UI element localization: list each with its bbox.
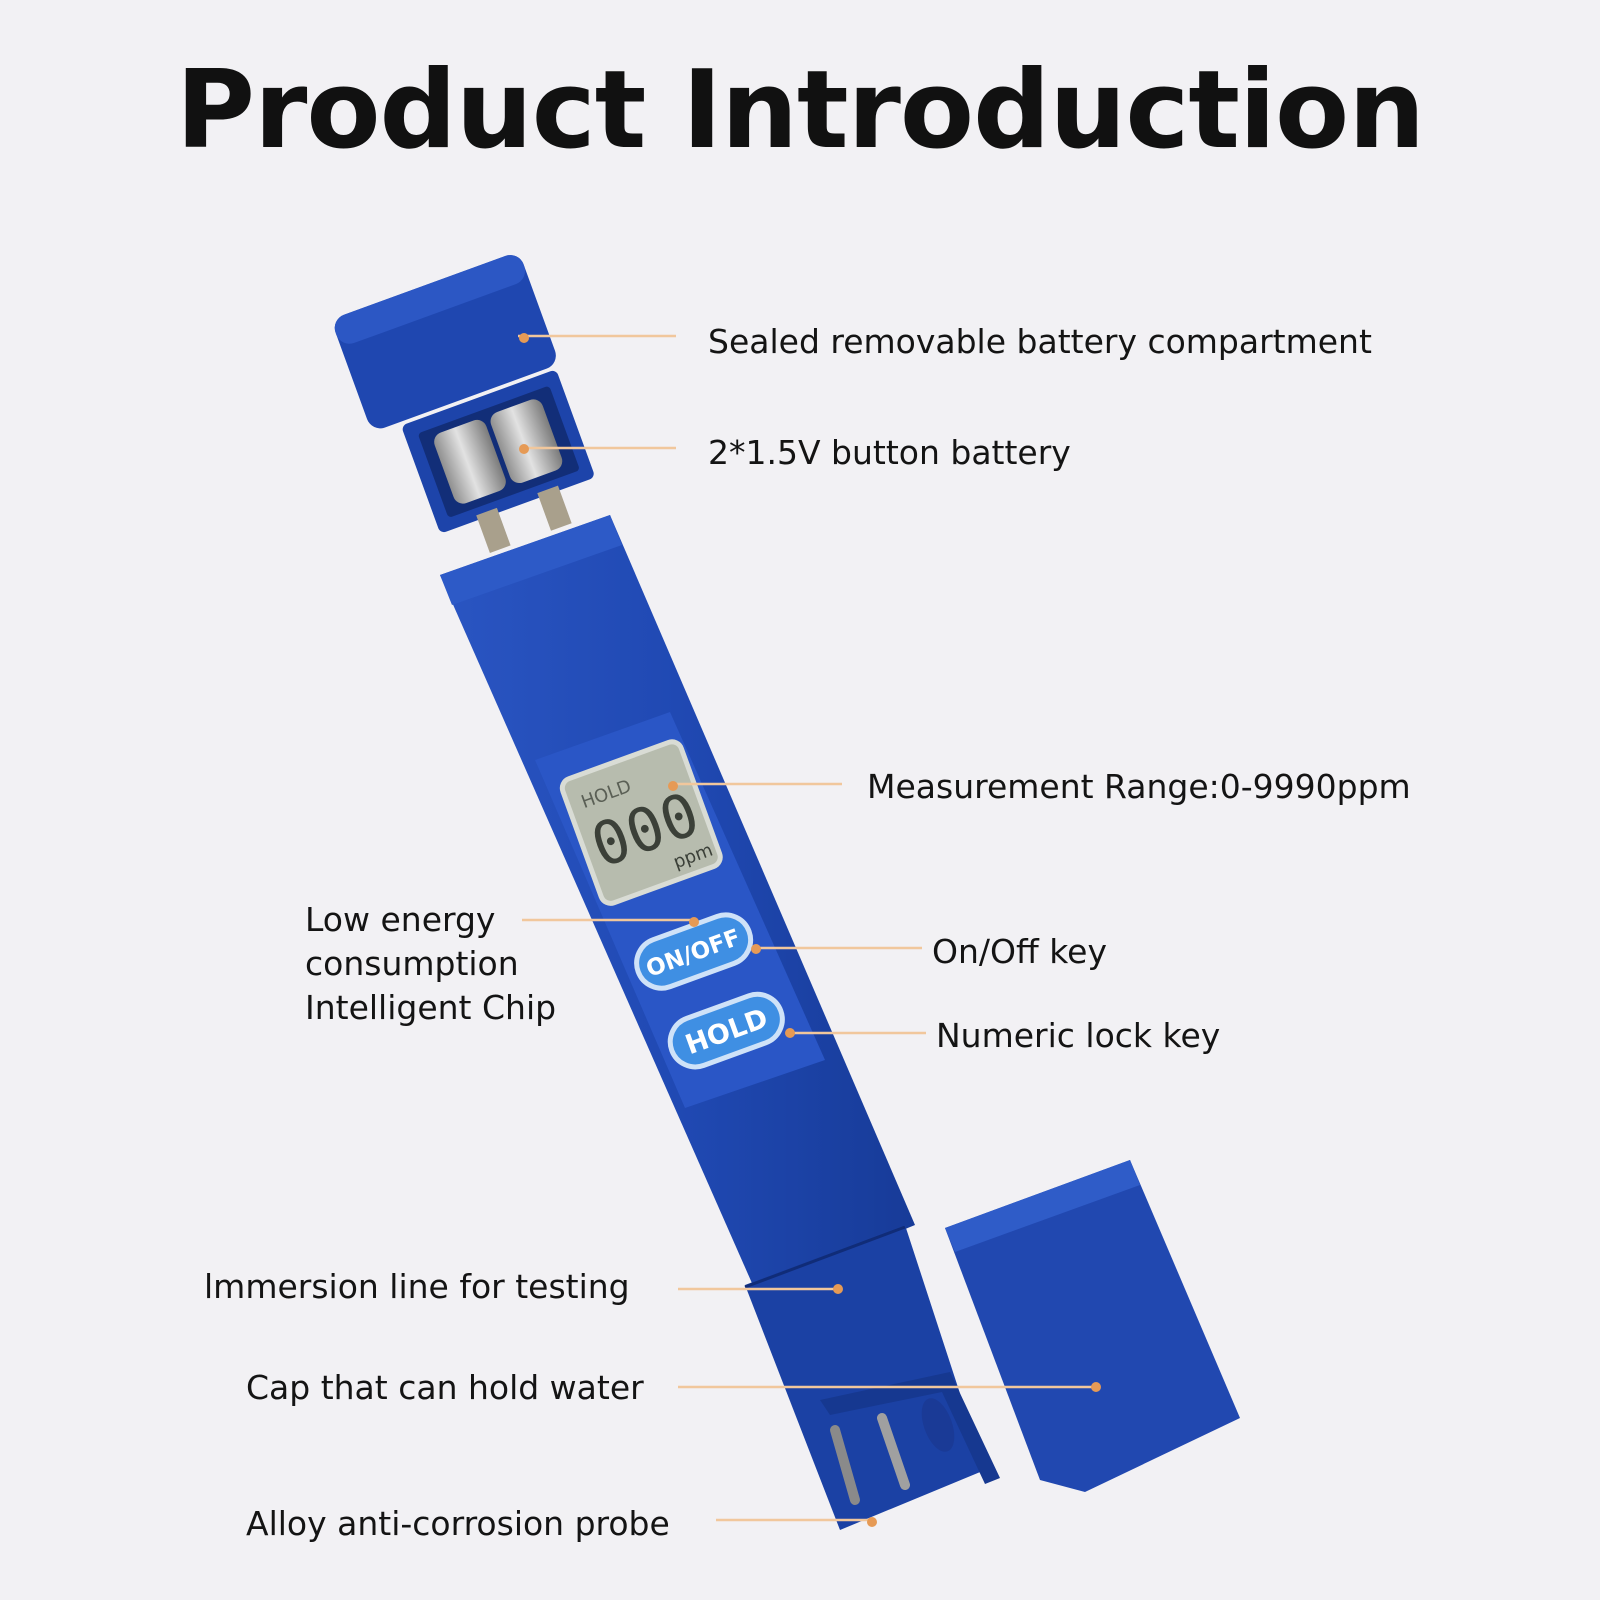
- leader-lines: [518, 334, 1096, 1522]
- label-immersion-line: lmmersion line for testing: [204, 1267, 630, 1306]
- label-intelligent-chip: Low energy consumption Intelligent Chip: [305, 898, 556, 1030]
- label-battery-compartment: Sealed removable battery compartment: [708, 322, 1372, 361]
- label-cap: Cap that can hold water: [246, 1368, 644, 1407]
- hold-button-graphic: [667, 991, 785, 1070]
- page-title: Product Introduction: [175, 48, 1425, 173]
- probe-electrodes: [830, 1398, 955, 1505]
- label-probe: Alloy anti-corrosion probe: [246, 1504, 670, 1543]
- battery-cap: [334, 255, 556, 429]
- battery-cell-2: [490, 399, 563, 484]
- label-chip-line-2: consumption: [305, 944, 519, 983]
- water-cap: [945, 1160, 1240, 1492]
- label-on-off-key: On/Off key: [932, 932, 1107, 971]
- label-chip-line-1: Low energy: [305, 900, 496, 939]
- label-chip-line-3: Intelligent Chip: [305, 988, 557, 1027]
- on-off-button-graphic: [634, 912, 754, 991]
- battery-holder: [402, 370, 594, 553]
- label-button-battery: 2*1.5V button battery: [708, 433, 1071, 472]
- label-numeric-lock-key: Numeric lock key: [936, 1016, 1221, 1055]
- lcd-screen: [559, 739, 723, 906]
- battery-cell-1: [434, 419, 506, 504]
- leader-dots: [519, 333, 1101, 1527]
- label-measurement-range: Measurement Range:0-9990ppm: [867, 767, 1411, 806]
